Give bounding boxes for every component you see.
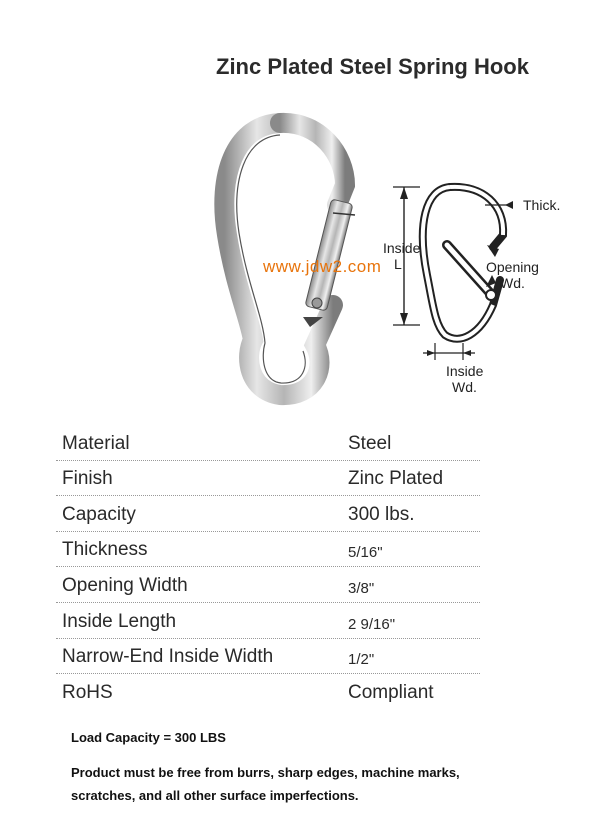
length-letter-label: L [394, 256, 402, 272]
spec-row-inside-length: Inside Length 2 9/16" [56, 603, 480, 639]
inside-wd-label-line2: Wd. [452, 379, 477, 395]
load-capacity-note: Load Capacity = 300 LBS [71, 730, 226, 745]
spring-hook-photo [214, 112, 356, 406]
spec-row-rohs: RoHS Compliant [56, 674, 480, 709]
quality-notice: Product must be free from burrs, sharp e… [71, 765, 460, 803]
spec-label: Inside Length [62, 610, 177, 632]
opening-label-line1: Opening [486, 259, 539, 275]
spec-value: Steel [348, 432, 392, 454]
spec-value: 1/2" [348, 651, 375, 669]
dimension-diagram [393, 182, 513, 360]
spec-table: Material Steel Finish Zinc Plated Capaci… [56, 425, 480, 709]
spec-label: Thickness [62, 539, 148, 561]
spec-row-narrow-end-inside-width: Narrow-End Inside Width 1/2" [56, 639, 480, 675]
spec-label: Finish [62, 468, 113, 490]
spec-row-finish: Finish Zinc Plated [56, 461, 480, 497]
spec-row-capacity: Capacity 300 lbs. [56, 496, 480, 532]
spec-row-material: Material Steel [56, 425, 480, 461]
spec-value: 5/16" [348, 544, 383, 562]
spec-row-opening-width: Opening Width 3/8" [56, 567, 480, 603]
spec-label: Material [62, 432, 130, 454]
spec-label: RoHS [62, 681, 113, 703]
spec-value: 3/8" [348, 579, 375, 597]
spec-value: 2 9/16" [348, 615, 396, 633]
inside-wd-label-line1: Inside [446, 363, 484, 379]
watermark: www.jdw2.com [263, 257, 382, 276]
spec-label: Opening Width [62, 574, 188, 596]
spec-label: Narrow-End Inside Width [62, 646, 274, 668]
spec-row-thickness: Thickness 5/16" [56, 532, 480, 568]
opening-label-line2: Wd. [500, 275, 525, 291]
spec-value: Compliant [348, 681, 434, 703]
inside-length-label: Inside [383, 240, 421, 256]
spec-label: Capacity [62, 503, 136, 525]
spec-value: Zinc Plated [348, 468, 444, 490]
thick-label: Thick. [523, 197, 561, 213]
spec-value: 300 lbs. [348, 503, 415, 525]
page-title: Zinc Plated Steel Spring Hook [216, 54, 529, 79]
